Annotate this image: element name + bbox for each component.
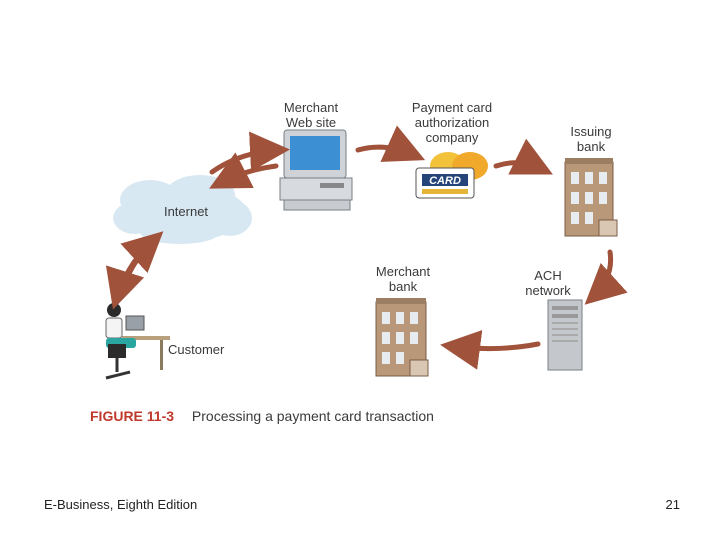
issuing-bank-building-icon xyxy=(564,158,618,237)
flow-arrows xyxy=(105,125,628,370)
payment-card-company-label: Payment card authorization company xyxy=(411,100,493,145)
figure-caption: FIGURE 11-3 Processing a payment card tr… xyxy=(90,408,434,424)
page-number: 21 xyxy=(665,497,680,512)
payment-card-icon: CARD xyxy=(415,152,488,199)
arrow-web-to-card xyxy=(355,125,426,162)
arrow-ach-to-merchant-bank xyxy=(440,330,541,370)
arrow-customer-to-internet xyxy=(117,231,164,299)
arrow-issuing-to-ach xyxy=(584,249,628,305)
merchant-bank-building-icon xyxy=(375,298,429,377)
customer-icon xyxy=(105,303,170,380)
ach-network-label: ACH network xyxy=(525,268,571,298)
arrow-card-to-issuing xyxy=(493,138,553,175)
internet-cloud xyxy=(113,175,252,244)
footer-book-title: E-Business, Eighth Edition xyxy=(44,497,198,512)
card-text: CARD xyxy=(429,175,461,187)
ach-server-icon xyxy=(547,299,583,371)
merchant-computer-icon xyxy=(279,129,353,211)
customer-label: Customer xyxy=(168,342,225,357)
internet-label: Internet xyxy=(163,204,209,219)
merchant-web-site-label: Merchant Web site xyxy=(283,100,339,130)
issuing-bank-label: Issuing bank xyxy=(570,124,612,154)
figure-title: Processing a payment card transaction xyxy=(191,408,434,424)
arrow-web-to-internet xyxy=(209,152,279,189)
merchant-bank-label: Merchant bank xyxy=(375,264,431,294)
figure-number: FIGURE 11-3 xyxy=(90,408,175,424)
